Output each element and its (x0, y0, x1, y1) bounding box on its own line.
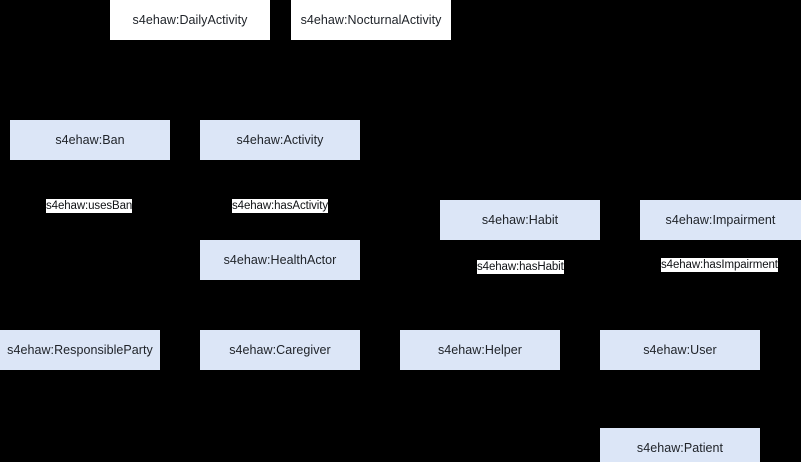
node-caregiver[interactable]: s4ehaw:Caregiver (200, 330, 360, 370)
node-ban[interactable]: s4ehaw:Ban (10, 120, 170, 160)
node-patient[interactable]: s4ehaw:Patient (600, 428, 760, 462)
node-label: s4ehaw:NocturnalActivity (300, 12, 442, 27)
node-activity[interactable]: s4ehaw:Activity (200, 120, 360, 160)
node-nocturnal-activity[interactable]: s4ehaw:NocturnalActivity (291, 0, 451, 40)
edge-label-uses-ban: s4ehaw:usesBan (46, 199, 133, 213)
node-label: s4ehaw:Habit (481, 212, 559, 227)
node-label: s4ehaw:Helper (437, 342, 523, 357)
node-label: s4ehaw:HealthActor (223, 252, 337, 267)
node-label: s4ehaw:User (643, 342, 717, 357)
edge-label-has-activity: s4ehaw:hasActivity (232, 199, 328, 213)
node-label: s4ehaw:DailyActivity (132, 12, 248, 27)
node-label: s4ehaw:Caregiver (229, 342, 331, 357)
node-responsible-party[interactable]: s4ehaw:ResponsibleParty (0, 330, 160, 370)
node-label: s4ehaw:Impairment (665, 212, 776, 227)
node-label: s4ehaw:Patient (636, 440, 724, 455)
node-daily-activity[interactable]: s4ehaw:DailyActivity (110, 0, 270, 40)
node-helper[interactable]: s4ehaw:Helper (400, 330, 560, 370)
edge-label-has-impairment: s4ehaw:hasImpairment (661, 258, 778, 272)
node-user[interactable]: s4ehaw:User (600, 330, 760, 370)
edge-label-has-habit: s4ehaw:hasHabit (477, 260, 564, 274)
node-label: s4ehaw:ResponsibleParty (7, 342, 153, 357)
node-label: s4ehaw:Activity (236, 132, 324, 147)
node-habit[interactable]: s4ehaw:Habit (440, 200, 600, 240)
node-impairment[interactable]: s4ehaw:Impairment (640, 200, 801, 240)
node-label: s4ehaw:Ban (55, 132, 125, 147)
node-health-actor[interactable]: s4ehaw:HealthActor (200, 240, 360, 280)
